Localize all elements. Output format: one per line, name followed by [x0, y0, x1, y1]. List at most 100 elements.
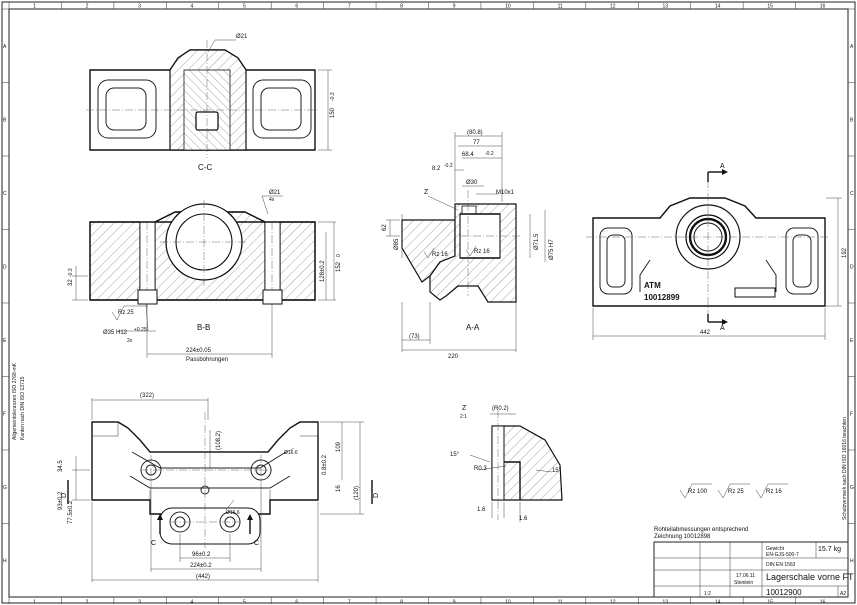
border-row-label: G: [850, 485, 854, 491]
border-row-label: G: [3, 485, 7, 491]
border-row-label: H: [3, 558, 7, 564]
border-row-label: F: [850, 411, 853, 417]
border-col-label: 11: [558, 600, 563, 605]
bb-32-dim: 32: [68, 279, 74, 286]
border-row-label: B: [850, 117, 854, 123]
plan-442-dim: (442): [196, 574, 210, 580]
view-end: ATM 10012899 A A 192 442: [586, 163, 848, 340]
surface-legend-3: Rz 16: [766, 489, 782, 495]
detail-label: Z: [462, 405, 467, 412]
bb-152-dim: 152: [336, 261, 342, 272]
plan-345-dim: 34.5: [58, 460, 64, 472]
border-col-label: 9: [453, 4, 456, 10]
surface-legend: Rz 100 Rz 25 Rz 16: [679, 483, 788, 499]
border-row-label: A: [850, 44, 854, 50]
aa-dia85-dim: Ø85: [394, 238, 400, 250]
plan-16-dim: 16: [336, 485, 342, 492]
border-row-label: B: [3, 117, 7, 123]
bb-dia21-dim: Ø21: [269, 190, 281, 196]
border-col-label: 1: [33, 600, 36, 605]
drawing-scale: 1:2: [704, 591, 711, 597]
border-row-label: E: [3, 338, 7, 344]
border-col-label: 15: [767, 4, 773, 10]
bb-view-label: B-B: [197, 323, 210, 332]
border-col-label: 2: [86, 4, 89, 10]
detail-angle2: 15°: [552, 468, 562, 474]
plan-224-dim: 224±0.2: [190, 563, 212, 569]
cc-height-tol: -0.3: [330, 92, 336, 101]
aa-82-tol: -0.2: [444, 163, 453, 169]
drawing-number: 10012900: [766, 588, 802, 597]
border-col-label: 10: [505, 600, 511, 605]
aa-684-tol: -0.2: [485, 151, 494, 157]
border-row-label: A: [3, 44, 7, 50]
side-note-right: Schutzvermerk nach DIN ISO 16016 beachte…: [842, 417, 848, 520]
border-col-label: 3: [138, 4, 141, 10]
aa-73-dim: (73): [409, 334, 420, 340]
border-col-label: 7: [348, 4, 351, 10]
border-row-label: D: [850, 264, 854, 270]
aa-684-dim: 68.4: [462, 152, 474, 158]
bb-dia21-sub: 4x: [269, 197, 275, 203]
border-col-label: 16: [820, 4, 826, 10]
surface-legend-2: Rz 25: [728, 489, 744, 495]
cc-height-dim: 150: [330, 107, 336, 118]
aa-62-dim: 62: [382, 224, 388, 231]
aa-detail-z: Z: [424, 189, 429, 196]
plan-96-dim: 96±0.2: [192, 552, 211, 558]
bb-224-note: Passbohrungen: [186, 357, 228, 363]
drawing-title: Lagerschale vorne FT: [766, 572, 854, 582]
border-row-label: C: [3, 191, 7, 197]
view-detail-z: Z 2:1 (R0.2) 15° 15° R0.3 1.6 1.6: [450, 405, 563, 522]
border-col-label: 8: [400, 600, 403, 605]
border-col-label: 5: [243, 600, 246, 605]
bb-152-tol: 0: [336, 254, 342, 257]
cc-dia21-dim: Ø21: [236, 34, 248, 40]
plan-120-dim: (120): [354, 486, 360, 500]
plan-93-dim: 93±0.2: [58, 491, 64, 510]
border-col-label: 7: [348, 600, 351, 605]
note-line-2: Zeichnung 10012898: [654, 534, 711, 540]
bb-128-dim: 128±0.2: [320, 260, 326, 282]
right-section-a-bottom: A: [720, 325, 725, 332]
side-notes: Allgemeintoleranzen ISO 2768-mK Kanten n…: [12, 362, 848, 520]
border-row-label: H: [850, 558, 854, 564]
border-col-label: 13: [662, 4, 668, 10]
weight-label: Gewicht: [766, 546, 785, 552]
plan-section-c-left: C: [151, 540, 156, 547]
plan-section-c-right: C: [254, 540, 259, 547]
border-col-label: 4: [191, 4, 194, 10]
plan-1082-dim: (108.2): [216, 431, 222, 450]
side-note-left-1: Allgemeintoleranzen ISO 2768-mK: [12, 362, 18, 440]
border-row-label: E: [850, 338, 854, 344]
note-line-1: Rohteilabmessungen entsprechend: [654, 527, 748, 533]
border-row-label: D: [3, 264, 7, 270]
aa-view-label: A-A: [466, 323, 480, 332]
plan-section-d-left: D: [61, 493, 68, 498]
plan-08-dim: 0.8±0.2: [322, 454, 328, 475]
bb-surface-finish: Rz 25: [118, 310, 134, 316]
border-col-label: 11: [558, 4, 563, 10]
border-col-label: 5: [243, 4, 246, 10]
border-col-label: 15: [767, 600, 773, 605]
bb-224-dim: 224±0.05: [186, 348, 212, 354]
border-col-label: 9: [453, 600, 456, 605]
material-norm: DIN EN 1563: [766, 562, 796, 568]
title-block: Gewicht 15.7 kg EN-GJS-500-7 DIN EN 1563…: [653, 541, 854, 598]
bb-32-tol: -0.3: [68, 268, 74, 277]
border-col-label: 6: [295, 600, 298, 605]
material-code: EN-GJS-500-7: [766, 552, 799, 558]
bb-hole-tol: +0.25: [134, 327, 147, 333]
border-col-label: 2: [86, 600, 89, 605]
surface-legend-1: Rz 100: [688, 489, 708, 495]
border-col-label: 6: [295, 4, 298, 10]
right-section-a-top: A: [720, 163, 725, 170]
bb-hole-count: 2x: [127, 338, 133, 344]
plan-section-d-right: D: [373, 493, 380, 498]
detail-16b: 1.6: [519, 516, 528, 522]
aa-surface-mid: Rz 16: [474, 249, 490, 255]
aa-82-dim: 8.2: [432, 166, 441, 172]
drawing-format: A2: [840, 591, 846, 597]
